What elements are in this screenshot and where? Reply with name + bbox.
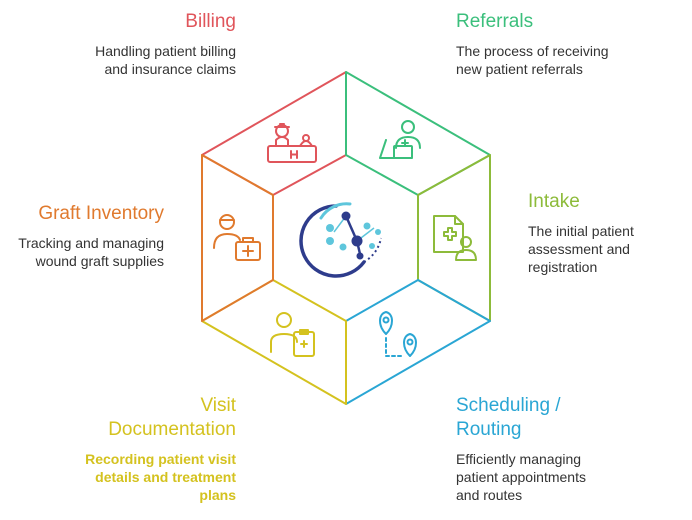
graft-inventory-title: Graft Inventory [38, 203, 164, 224]
billing-title: Billing [185, 11, 236, 32]
visit-documentation-description: Recording patient visit details and trea… [85, 451, 236, 503]
visit-documentation-label: Visit Documentation Recording patient vi… [6, 394, 236, 504]
referrals-label: Referrals The process of receiving new p… [456, 10, 686, 78]
referral-icon [379, 120, 421, 159]
graft-inventory-description: Tracking and managing wound graft suppli… [18, 235, 164, 269]
referrals-title: Referrals [456, 11, 534, 32]
scheduling-title: Scheduling / Routing [456, 395, 561, 440]
billing-description: Handling patient billing and insurance c… [95, 43, 236, 77]
network-hub-icon [299, 202, 382, 278]
billing-icon [267, 123, 317, 163]
intake-icon [433, 215, 477, 261]
graft-inventory-label: Graft Inventory Tracking and managing wo… [0, 202, 164, 270]
intake-label: Intake The initial patient assessment an… [528, 190, 688, 276]
visit-documentation-title: Visit Documentation [108, 395, 236, 440]
billing-segment [201, 71, 347, 196]
graft-segment [201, 154, 274, 322]
scheduling-description: Efficiently managing patient appointment… [456, 451, 586, 503]
referrals-segment [345, 71, 491, 196]
intake-description: The initial patient assessment and regis… [528, 223, 634, 275]
billing-label: Billing Handling patient billing and ins… [6, 10, 236, 78]
intake-segment [417, 154, 491, 322]
route-icon [379, 311, 417, 357]
scheduling-label: Scheduling / Routing Efficiently managin… [456, 394, 686, 504]
scheduling-segment [345, 279, 491, 405]
documentation-icon [270, 312, 315, 357]
visit-segment [201, 279, 347, 405]
referrals-description: The process of receiving new patient ref… [456, 43, 609, 77]
inventory-icon [213, 214, 261, 261]
intake-title: Intake [528, 191, 580, 212]
